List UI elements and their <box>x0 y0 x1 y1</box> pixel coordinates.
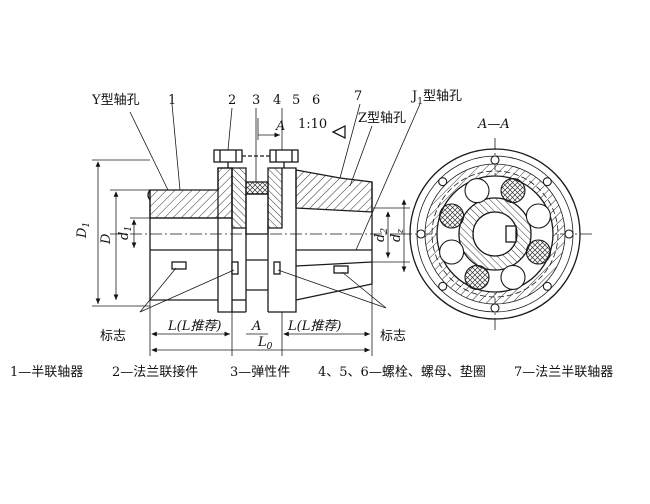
part-6-number: 6 <box>312 93 320 108</box>
bolt-hole <box>542 281 552 291</box>
bolt-hole <box>416 229 426 239</box>
part-2-number: 2 <box>228 93 236 108</box>
z-hole-label: Z型轴孔 <box>358 111 406 126</box>
bolt-hole <box>490 155 500 165</box>
part-3-number: 3 <box>252 93 260 108</box>
elastic-lobe <box>439 239 465 265</box>
bolt-hole <box>438 177 448 187</box>
bolt-hole <box>490 303 500 313</box>
dim-l0-label: L0 <box>257 335 273 352</box>
section-view <box>92 103 421 356</box>
elastic-lobe <box>525 203 551 229</box>
dim-a-label: A <box>251 319 261 334</box>
dim-d1-label: D1 <box>75 222 92 239</box>
elastic-lobe <box>500 264 526 290</box>
dim-l-right: L(L推荐) <box>287 319 341 334</box>
mark-left-label: 标志 <box>100 329 126 344</box>
part-5-number: 5 <box>292 93 300 108</box>
legend-item-3: 3—弹性件 <box>230 365 291 380</box>
elastic-lobes <box>439 178 551 290</box>
parts-legend: 1—半联轴器 2—法兰联接件 3—弹性件 4、5、6—螺栓、螺母、垫圈 7—法兰… <box>0 361 650 383</box>
legend-item-4: 4、5、6—螺栓、螺母、垫圈 <box>318 365 486 380</box>
part-7-number: 7 <box>354 89 362 104</box>
legend-item-5: 7—法兰半联轴器 <box>514 365 614 380</box>
elastic-lobe <box>500 178 526 204</box>
legend-item-1: 1—半联轴器 <box>10 365 84 380</box>
part-4-number: 4 <box>273 93 281 108</box>
bolt-hole <box>564 229 574 239</box>
bolt-holes <box>416 155 574 313</box>
y-hole-label: Y型轴孔 <box>91 93 140 108</box>
section-a-marker: A <box>275 119 285 134</box>
elastic-lobe <box>464 178 490 204</box>
dim-d-label: D <box>99 233 114 245</box>
taper-ratio: 1:10 <box>298 117 327 132</box>
end-section-view <box>400 138 592 330</box>
dim-small-d1-label: d1 <box>117 226 134 240</box>
elastic-lobe <box>464 264 490 290</box>
dim-l-left: L(L推荐) <box>167 319 221 334</box>
elastic-lobe <box>525 239 551 265</box>
legend-item-2: 2—法兰联接件 <box>112 365 199 380</box>
section-title: A—A <box>477 117 510 132</box>
j1-hole-label: J1型轴孔 <box>410 89 462 107</box>
dim-dz-label: dz <box>389 229 406 242</box>
elastic-lobe <box>439 203 465 229</box>
part-1-number: 1 <box>168 93 176 108</box>
mark-right-label: 标志 <box>380 329 406 344</box>
dim-d2-label: d2 <box>373 228 390 242</box>
bolt-hole <box>542 177 552 187</box>
bolt-hole <box>438 281 448 291</box>
